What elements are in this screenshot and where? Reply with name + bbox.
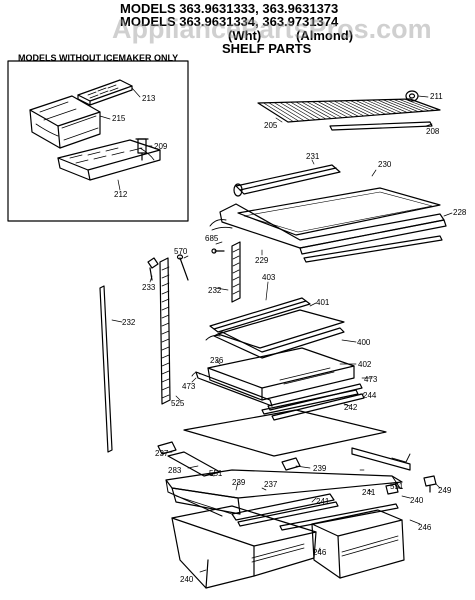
ladder-232-left	[160, 258, 170, 404]
ice-bin-215	[30, 96, 100, 148]
drawer-236-402	[208, 348, 354, 400]
part-label-246-center: 246	[313, 548, 327, 557]
shelf-frame-228	[210, 204, 446, 254]
part-label-237-center: 237	[264, 480, 278, 489]
part-label-212: 212	[114, 190, 128, 199]
part-label-283: 283	[168, 466, 182, 475]
part-label-213: 213	[142, 94, 156, 103]
frame-237-right	[352, 448, 410, 470]
part-label-232-center: 232	[208, 286, 222, 295]
wire-shelf-205	[258, 99, 440, 122]
crisper-drawer-246-right	[312, 510, 404, 578]
part-label-244: 244	[363, 391, 377, 400]
glass-shelf-401	[218, 310, 344, 348]
strip-208	[330, 122, 432, 130]
part-label-239-left: 239	[232, 478, 246, 487]
part-label-525: 525	[171, 399, 185, 408]
bracket-233	[148, 258, 158, 280]
part-label-400: 400	[357, 338, 371, 347]
rail-473-left	[192, 372, 272, 406]
part-label-240-left: 240	[180, 575, 194, 584]
inset-frame	[8, 61, 188, 221]
clip-551-right	[386, 484, 398, 494]
header-white-label: (Wht)	[228, 28, 262, 43]
clip-239-center	[282, 458, 300, 470]
part-label-473-left: 473	[182, 382, 196, 391]
part-label-239-center: 239	[313, 464, 327, 473]
screw-570	[176, 254, 189, 280]
header-models-line-2: MODELS 363.9631334, 363.9731374	[120, 14, 339, 29]
part-label-240-right: 240	[410, 496, 424, 505]
part-label-241-center: 241	[316, 497, 330, 506]
ladder-232-center	[232, 242, 240, 302]
watermark: AppliancePartsPros.com	[112, 14, 432, 44]
crisper-cover-frame	[166, 470, 402, 516]
part-label-228: 228	[453, 208, 467, 217]
part-label-246-right: 246	[418, 523, 432, 532]
part-label-402: 402	[358, 360, 372, 369]
rail-241	[232, 494, 338, 526]
glass-shelf-242	[184, 410, 386, 456]
bracket-237-left	[158, 442, 176, 454]
rod-232	[100, 286, 112, 452]
shelf-frame-400	[206, 328, 344, 358]
part-label-232-rod: 232	[122, 318, 136, 327]
part-label-685: 685	[205, 234, 219, 243]
leader-lines	[100, 88, 452, 572]
rail-229	[304, 236, 442, 262]
tray-212	[58, 140, 160, 180]
part-label-241-right: 241	[362, 488, 376, 497]
part-label-242: 242	[344, 403, 358, 412]
glass-shelf-230	[238, 188, 440, 235]
part-label-208: 208	[426, 127, 440, 136]
part-label-237-left: 237	[155, 449, 169, 458]
part-label-473-right: 473	[364, 375, 378, 384]
part-label-230: 230	[378, 160, 392, 169]
knob-249	[424, 476, 436, 492]
rail-244	[262, 390, 358, 414]
part-label-236: 236	[210, 356, 224, 365]
screw-685	[211, 248, 224, 254]
part-label-211: 211	[430, 92, 443, 101]
part-label-209: 209	[154, 142, 168, 151]
part-label-233: 233	[142, 283, 156, 292]
part-label-551-right: 551	[390, 482, 404, 491]
part-label-229: 229	[255, 256, 269, 265]
rail-231	[233, 165, 340, 197]
inset-title: MODELS WITHOUT ICEMAKER ONLY	[18, 53, 179, 63]
ice-tray-213	[78, 80, 132, 105]
part-label-215: 215	[112, 114, 126, 123]
part-label-249: 249	[438, 486, 452, 495]
part-label-231: 231	[306, 152, 320, 161]
part-label-551-left: 551	[209, 469, 223, 478]
part-label-570: 570	[174, 247, 188, 256]
header-shelf-parts: SHELF PARTS	[222, 41, 312, 56]
header-almond-label: (Almond)	[296, 28, 354, 43]
part-label-403: 403	[262, 273, 276, 282]
rail-241-right	[280, 504, 398, 530]
rail-403	[210, 298, 310, 332]
part-label-205: 205	[264, 121, 278, 130]
part-label-401: 401	[316, 298, 330, 307]
header-models-line-1: MODELS 363.9631333, 363.9631373	[120, 1, 339, 16]
